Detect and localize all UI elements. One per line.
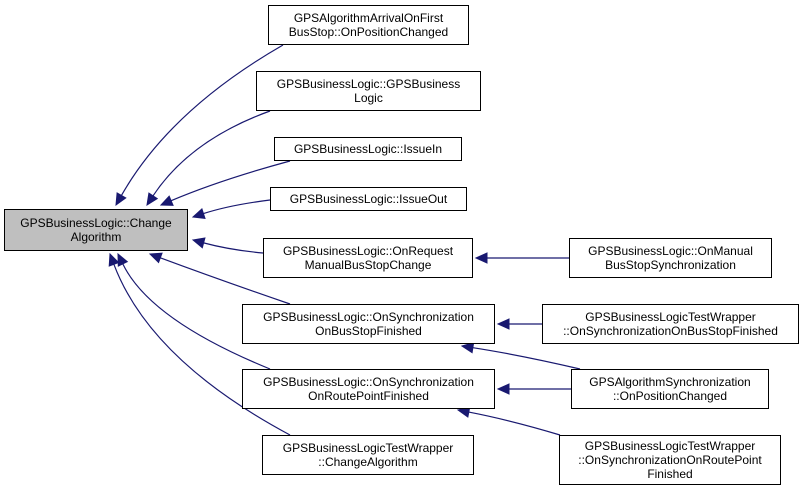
node-label-line: ManualBusStopChange — [304, 258, 432, 272]
arrowhead-icon — [460, 342, 475, 354]
arrowhead-icon — [496, 318, 510, 330]
arrowhead-icon — [146, 192, 159, 207]
edge-n5-to-root — [203, 242, 264, 254]
node-gps-business-logic-constructor[interactable]: GPSBusinessLogic::GPSBusiness Logic — [256, 71, 481, 111]
node-label-line: Algorithm — [70, 230, 122, 244]
node-label-line: GPSBusinessLogic::Change — [20, 216, 172, 230]
edge-n11-to-n6 — [472, 347, 581, 370]
node-label-line: GPSBusinessLogic::IssueOut — [289, 192, 448, 206]
node-label-line: GPSBusinessLogic::OnSynchronization — [263, 310, 474, 324]
arrowhead-icon — [115, 192, 127, 207]
node-label-line: GPSAlgorithmSynchronization — [589, 375, 751, 389]
node-test-wrapper-change-algorithm[interactable]: GPSBusinessLogicTestWrapper ::ChangeAlgo… — [262, 435, 474, 475]
arrowhead-icon — [108, 252, 120, 267]
node-label-line: GPSBusinessLogic::OnManual — [588, 244, 753, 258]
node-label-line: OnRoutePointFinished — [308, 389, 429, 403]
node-label-line: GPSBusinessLogic::GPSBusiness — [276, 77, 461, 91]
node-on-synchronization-on-route-point-finished[interactable]: GPSBusinessLogic::OnSynchronization OnRo… — [242, 369, 495, 409]
node-label-line: GPSBusinessLogicTestWrapper — [282, 441, 454, 455]
node-label-line: Finished — [647, 467, 693, 481]
arrowhead-icon — [148, 252, 163, 264]
edge-n12-to-n7 — [468, 411, 561, 436]
node-on-manual-bus-stop-synchronization[interactable]: GPSBusinessLogic::OnManual BusStopSynchr… — [569, 238, 772, 278]
arrowhead-icon — [117, 252, 129, 267]
node-label-line: ::OnSynchronizationOnRoutePoint — [578, 453, 762, 467]
node-test-wrapper-on-synchronization-on-bus-stop-finished[interactable]: GPSBusinessLogicTestWrapper ::OnSynchron… — [542, 304, 799, 344]
node-gps-algorithm-synchronization-on-position-changed[interactable]: GPSAlgorithmSynchronization ::OnPosition… — [571, 369, 769, 409]
edge-n4-to-root — [203, 199, 271, 215]
node-issue-out[interactable]: GPSBusinessLogic::IssueOut — [270, 187, 467, 211]
edge-n8-to-root — [113, 264, 291, 436]
node-label-line: Logic — [354, 91, 383, 105]
node-test-wrapper-on-synchronization-on-route-point-finished[interactable]: GPSBusinessLogicTestWrapper ::OnSynchron… — [559, 435, 781, 485]
edge-n7-to-root — [122, 263, 271, 370]
node-label-line: GPSBusinessLogic::OnRequest — [282, 244, 454, 258]
arrowhead-icon — [474, 252, 488, 264]
node-issue-in[interactable]: GPSBusinessLogic::IssueIn — [274, 137, 462, 161]
node-label-line: ::ChangeAlgorithm — [318, 455, 418, 469]
node-on-synchronization-on-bus-stop-finished[interactable]: GPSBusinessLogic::OnSynchronization OnBu… — [242, 304, 495, 344]
node-label-line: BusStopSynchronization — [605, 258, 736, 272]
node-label-line: BusStop::OnPositionChanged — [288, 25, 449, 39]
edge-n6-to-root — [160, 257, 291, 305]
node-label-line: OnBusStopFinished — [315, 324, 422, 338]
node-label-line: ::OnPositionChanged — [612, 389, 728, 403]
arrowhead-icon — [191, 237, 206, 249]
node-root: GPSBusinessLogic::Change Algorithm — [4, 209, 188, 251]
edge-n3-to-root — [170, 160, 291, 202]
node-label-line: GPSBusinessLogic::IssueIn — [293, 142, 443, 156]
node-on-request-manual-bus-stop-change[interactable]: GPSBusinessLogic::OnRequest ManualBusSto… — [263, 238, 473, 278]
edge-n2-to-root — [152, 110, 271, 197]
node-label-line: ::OnSynchronizationOnBusStopFinished — [563, 324, 778, 338]
arrowhead-icon — [496, 383, 510, 395]
node-label-line: GPSBusinessLogicTestWrapper — [585, 310, 756, 324]
node-label-line: GPSAlgorithmArrivalOnFirst — [293, 11, 444, 25]
node-label-line: GPSBusinessLogic::OnSynchronization — [263, 375, 474, 389]
edge-n1-to-root — [120, 44, 284, 196]
node-label-line: GPSBusinessLogicTestWrapper — [584, 439, 756, 453]
arrowhead-icon — [191, 207, 206, 219]
node-gps-algorithm-arrival-on-first-bus-stop-on-position-changed[interactable]: GPSAlgorithmArrivalOnFirst BusStop::OnPo… — [268, 5, 469, 45]
arrowhead-icon — [159, 195, 174, 206]
